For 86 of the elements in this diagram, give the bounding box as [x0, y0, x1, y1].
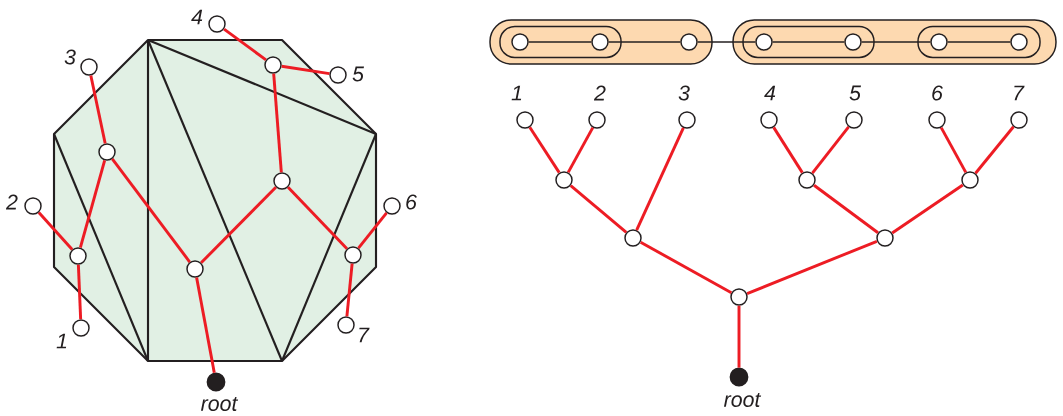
- tree-node-circle: [730, 288, 748, 306]
- tree-edge: [223, 27, 267, 61]
- tree-edge: [635, 127, 685, 231]
- tree-edge: [974, 125, 1015, 175]
- leaf-number: 6: [932, 85, 943, 101]
- tree-node-circle: [69, 247, 87, 265]
- leaf-number: 1: [511, 85, 522, 101]
- tree-node-circle: [1010, 111, 1028, 129]
- group-capsule: [917, 25, 1041, 59]
- root-dot: [729, 367, 749, 387]
- tree-edge: [639, 240, 733, 295]
- leaf-number: 2: [593, 85, 606, 101]
- tree-node-circle: [329, 66, 347, 84]
- tree-node-circle: [755, 33, 773, 51]
- tree-edge: [528, 126, 561, 174]
- tree-node-circle: [208, 15, 226, 33]
- connecting-line: [608, 41, 681, 43]
- tree-node-circle: [845, 111, 863, 129]
- tree-node-circle: [591, 33, 609, 51]
- tree-node-circle: [516, 111, 534, 129]
- leaf-number: 7: [1014, 85, 1025, 101]
- tree-edge: [811, 125, 850, 175]
- tree-node-circle: [555, 171, 573, 189]
- tree-node-circle: [680, 33, 698, 51]
- tree-edge: [345, 263, 354, 317]
- tree-edge: [813, 184, 879, 234]
- leaf-number: 3: [64, 49, 76, 65]
- group-capsule: [742, 25, 875, 59]
- leaf-number: 5: [352, 66, 364, 82]
- tree-edge: [111, 158, 191, 263]
- tree-node-circle: [80, 58, 98, 76]
- tree-node-circle: [876, 229, 894, 247]
- leaf-number: 4: [191, 9, 203, 25]
- tree-edge: [891, 183, 964, 235]
- connecting-line: [861, 41, 931, 43]
- tree-edge: [287, 186, 348, 250]
- tree-node-circle: [961, 171, 979, 189]
- tree-node-circle: [930, 33, 948, 51]
- tree-edge: [772, 126, 804, 174]
- tree-edge: [281, 64, 330, 76]
- tree-node-circle: [273, 172, 291, 190]
- tree-node-circle: [98, 143, 116, 161]
- tree-edge: [737, 305, 741, 368]
- connecting-line: [528, 41, 592, 43]
- tree-node-circle: [1010, 33, 1028, 51]
- connecting-line: [697, 41, 756, 43]
- tree-node-circle: [383, 197, 401, 215]
- root-label: root: [201, 397, 239, 411]
- root-label: root: [724, 393, 762, 407]
- root-dot: [206, 372, 226, 392]
- tree-node-circle: [24, 197, 42, 215]
- tree-edge: [200, 186, 277, 264]
- tree-node-circle: [624, 229, 642, 247]
- tree-node-circle: [344, 246, 362, 264]
- group-capsule: [499, 25, 622, 59]
- tree-node-circle: [337, 316, 355, 334]
- leaf-number: 3: [678, 85, 690, 101]
- tree-edge: [89, 75, 107, 144]
- tree-node-circle: [798, 171, 816, 189]
- tree-edge: [78, 160, 107, 248]
- leaf-number: 2: [5, 194, 18, 210]
- leaf-number: 5: [849, 85, 861, 101]
- tree-node-circle: [844, 33, 862, 51]
- leaf-number: 6: [406, 194, 417, 210]
- tree-edge: [566, 126, 595, 174]
- leaf-number: 7: [359, 327, 370, 343]
- tree-edge: [76, 264, 83, 320]
- connecting-line: [772, 41, 845, 43]
- tree-node-circle: [511, 33, 529, 51]
- leaf-number: 1: [56, 333, 67, 349]
- tree-node-circle: [678, 111, 696, 129]
- tree-edge: [37, 211, 74, 251]
- tree-node-circle: [928, 111, 946, 129]
- tree-edge: [357, 211, 388, 250]
- tree-edge: [272, 73, 283, 173]
- leaf-number: 4: [764, 85, 776, 101]
- tree-edge: [939, 126, 968, 174]
- tree-node-circle: [72, 319, 90, 337]
- connecting-line: [947, 41, 1011, 43]
- tree-node-circle: [588, 111, 606, 129]
- tree-node-circle: [264, 56, 282, 74]
- tree-edge: [195, 277, 216, 373]
- tree-node-circle: [760, 111, 778, 129]
- tree-node-circle: [186, 260, 204, 278]
- tree-edge: [746, 239, 878, 296]
- tree-edge: [569, 184, 628, 234]
